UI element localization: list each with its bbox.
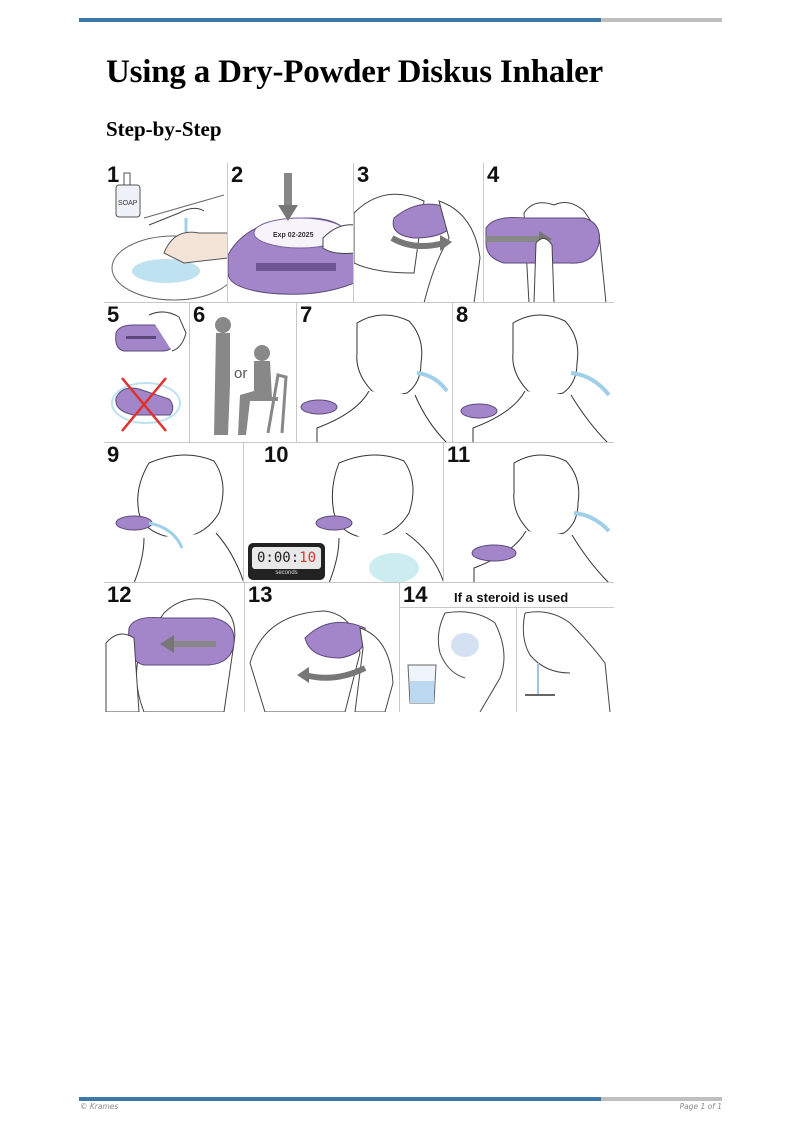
- hold-breath-illustration: [315, 454, 443, 582]
- exhale-fully-illustration: [460, 314, 611, 442]
- step-number: 11: [447, 443, 471, 467]
- step-9-panel: 9: [104, 443, 244, 583]
- breathe-out-slowly-illustration: [471, 454, 611, 582]
- rinse-and-spit-illustration: [407, 611, 611, 712]
- check-expiration-illustration: Exp 02-2025: [228, 173, 353, 295]
- close-inhaler-illustration: [249, 610, 394, 712]
- step-7-panel: 7: [297, 303, 453, 443]
- step-number: 7: [300, 303, 313, 327]
- hold-level-illustration: [111, 311, 187, 432]
- timer-seconds: 10: [299, 550, 316, 566]
- steroid-note: If a steroid is used: [454, 590, 569, 605]
- step-illustration-figure: SOAP 1 Exp 02-2025 2 3: [104, 163, 614, 712]
- step-number: 13: [248, 583, 273, 607]
- step-4-panel: 4: [484, 163, 614, 303]
- step-12-panel: 12: [104, 583, 245, 712]
- step-6-panel: or 6: [190, 303, 297, 443]
- step-13-panel: 13: [245, 583, 400, 712]
- step-10-panel: 0:00:10 seconds 10: [244, 443, 444, 583]
- header-rule: [79, 18, 722, 22]
- step-number: 3: [357, 163, 370, 187]
- footer-rule: [79, 1097, 722, 1101]
- step-number: 5: [107, 303, 120, 327]
- open-inhaler-illustration: [354, 193, 481, 302]
- slide-lever-illustration: [485, 202, 607, 302]
- breathe-out-illustration: [300, 314, 449, 442]
- soap-label: SOAP: [118, 200, 138, 207]
- step-8-panel: 8: [453, 303, 614, 443]
- step-11-panel: 11: [444, 443, 614, 583]
- step-number: 8: [456, 303, 469, 327]
- step-number: 4: [487, 163, 500, 187]
- timer-time: 0:00:: [256, 550, 300, 566]
- inhale-illustration: [115, 454, 243, 582]
- step-number: 6: [193, 303, 206, 327]
- slide-lever-back-illustration: [105, 598, 236, 712]
- step-number: 10: [264, 443, 289, 467]
- stand-or-sit-illustration: or: [214, 317, 288, 435]
- step-1-panel: SOAP 1: [104, 163, 228, 303]
- timer-display: 0:00:10 seconds: [248, 543, 325, 580]
- section-heading: Step-by-Step: [106, 117, 222, 141]
- copyright-text: © Krames: [80, 1102, 119, 1111]
- or-label: or: [234, 365, 247, 382]
- step-number: 1: [107, 163, 120, 187]
- step-14-panel: 14 If a steroid is used: [400, 583, 614, 712]
- step-5-panel: 5: [104, 303, 190, 443]
- step-number: 9: [107, 443, 120, 467]
- step-number: 14: [403, 583, 428, 607]
- page-title: Using a Dry-Powder Diskus Inhaler: [106, 54, 604, 90]
- expiration-label: Exp 02-2025: [273, 232, 314, 239]
- timer-label: seconds: [275, 570, 298, 576]
- page-number: Page 1 of 1: [679, 1102, 722, 1111]
- step-2-panel: Exp 02-2025 2: [228, 163, 354, 303]
- step-number: 2: [231, 163, 244, 187]
- wash-hands-illustration: SOAP: [111, 172, 227, 301]
- step-3-panel: 3: [354, 163, 484, 303]
- step-number: 12: [107, 583, 132, 607]
